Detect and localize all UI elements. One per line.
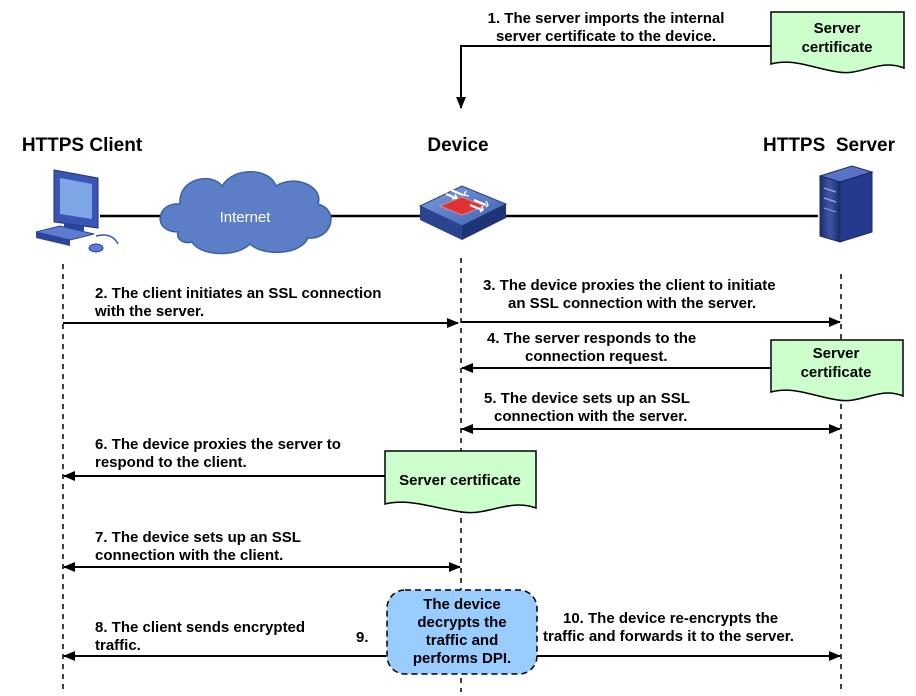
certificate-note-1: Server certificate: [770, 11, 905, 74]
server-title: HTTPS Server: [763, 135, 896, 156]
certificate-note-2-line-1: Server: [813, 345, 860, 362]
certificate-note-1-line-1: Server: [814, 20, 861, 37]
step-10-line-2: traffic and forwards it to the server.: [543, 628, 794, 645]
dpi-box-line-4: performs DPI.: [413, 650, 511, 667]
certificate-note-2-line-2: certificate: [801, 364, 872, 381]
client-title: HTTPS Client: [22, 135, 143, 156]
step-2-line-2: with the server.: [94, 303, 204, 320]
step-5-line-2: connection with the server.: [494, 408, 687, 425]
desktop-computer-icon: [35, 169, 119, 253]
certificate-note-3: Server certificate: [384, 450, 537, 514]
step-4-line-2: connection request.: [525, 348, 668, 365]
certificate-note-2: Server certificate: [770, 339, 904, 402]
internet-cloud-icon: [159, 171, 332, 255]
step-3-line-2: an SSL connection with the server.: [508, 295, 756, 312]
step-7-line-1: 7. The device sets up an SSL: [95, 529, 301, 546]
dpi-box-line-2: decrypts the: [417, 614, 506, 631]
internet-label: Internet: [220, 209, 272, 226]
step-1-line-2: server certificate to the device.: [496, 28, 716, 45]
step-9-number: 9.: [356, 629, 369, 646]
step-1-line-1: 1. The server imports the internal: [488, 10, 725, 27]
step-1-label: 1. The server imports the internal serve…: [488, 10, 725, 45]
step-8-line-1: 8. The client sends encrypted: [95, 619, 305, 636]
step-6-line-2: respond to the client.: [95, 454, 247, 471]
dpi-box-line-1: The device: [423, 596, 501, 613]
step-10-line-1: 10. The device re-encrypts the: [563, 610, 778, 627]
dpi-box-line-3: traffic and: [426, 632, 499, 649]
firewall-device-icon: [418, 185, 508, 240]
step-8-line-2: traffic.: [95, 637, 141, 654]
step-7-line-2: connection with the client.: [95, 547, 283, 564]
step-4-line-1: 4. The server responds to the: [487, 330, 696, 347]
step-2-line-1: 2. The client initiates an SSL connectio…: [95, 285, 381, 302]
step-1-arrow: [456, 45, 771, 109]
step-5-line-1: 5. The device sets up an SSL: [484, 390, 690, 407]
step-3-line-1: 3. The device proxies the client to init…: [483, 277, 776, 294]
dpi-process-box: The device decrypts the traffic and perf…: [386, 589, 538, 675]
certificate-note-1-line-2: certificate: [802, 39, 873, 56]
step-6-line-1: 6. The device proxies the server to: [95, 436, 341, 453]
device-title: Device: [427, 135, 488, 156]
server-tower-icon: [818, 165, 874, 243]
certificate-note-3-label: Server certificate: [399, 472, 521, 489]
